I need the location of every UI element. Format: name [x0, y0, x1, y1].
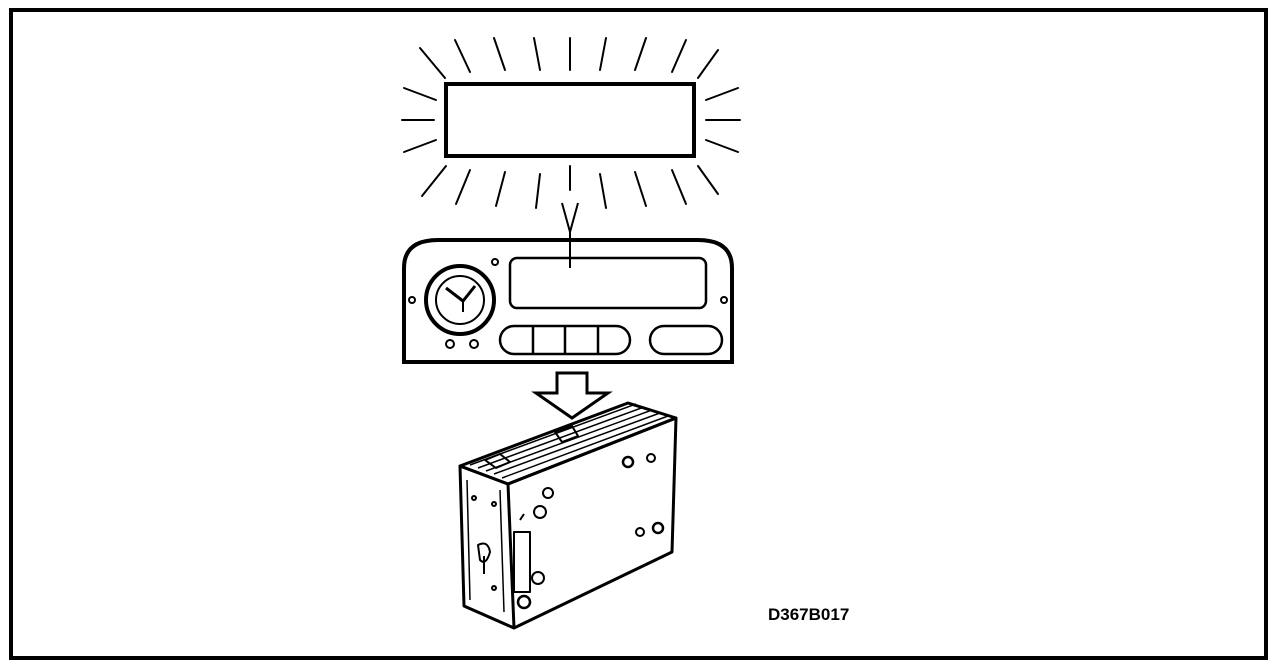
- volume-knob-icon: [424, 264, 496, 336]
- flash-ray: [403, 139, 437, 153]
- display-window: [444, 82, 696, 158]
- flash-ray: [455, 169, 471, 205]
- flash-ray: [705, 139, 739, 153]
- flash-ray: [533, 37, 541, 71]
- figure-border: [9, 8, 1268, 660]
- flash-ray: [697, 49, 719, 79]
- flash-ray: [419, 47, 446, 79]
- flash-ray: [454, 39, 471, 73]
- preset-buttons: [498, 324, 632, 356]
- flash-ray: [421, 165, 447, 197]
- flash-ray: [671, 39, 687, 73]
- radio-display-screen: [508, 256, 708, 310]
- flash-ray: [495, 171, 506, 207]
- flash-ray: [403, 87, 437, 101]
- flash-ray: [535, 173, 541, 209]
- flash-ray: [493, 37, 506, 71]
- flash-ray: [705, 87, 739, 101]
- flash-ray: [634, 171, 647, 207]
- panel-screws: [408, 258, 728, 349]
- flash-ray: [697, 165, 719, 195]
- reference-code-label: D367B017: [768, 605, 849, 624]
- flash-rays: [401, 37, 741, 209]
- flash-ray: [671, 169, 687, 205]
- eject-button: [648, 324, 724, 356]
- flash-ray: [599, 37, 607, 71]
- flash-ray: [634, 37, 647, 71]
- audio-unit-chassis-icon: [458, 401, 678, 630]
- flash-ray: [599, 173, 607, 209]
- down-arrow-icon: [531, 371, 613, 420]
- flashing-display-icon: [401, 37, 741, 209]
- radio-front-panel: [402, 238, 734, 364]
